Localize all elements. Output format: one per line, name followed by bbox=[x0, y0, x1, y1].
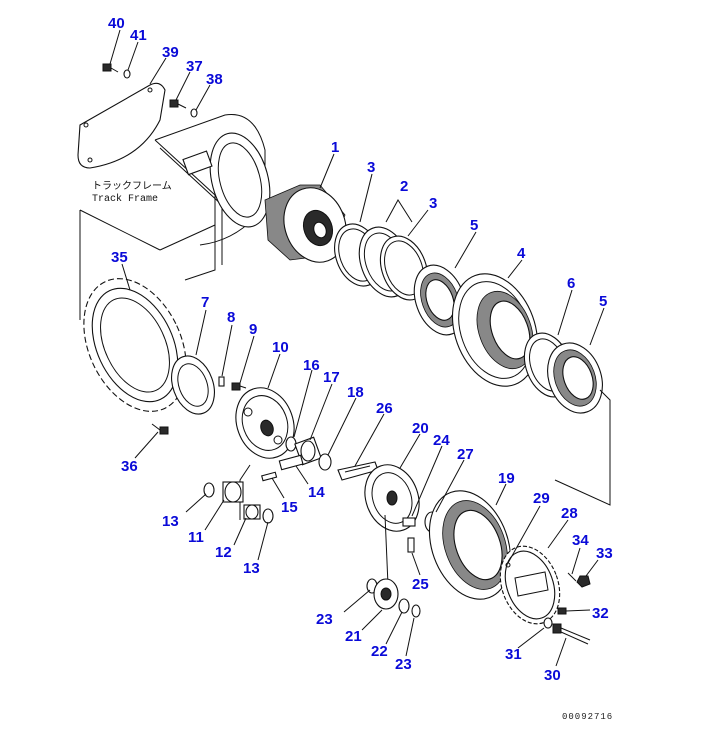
callout-2: 2 bbox=[400, 178, 408, 195]
callout-3b: 3 bbox=[429, 195, 437, 212]
ring-18 bbox=[318, 453, 332, 471]
callout-4: 4 bbox=[517, 245, 526, 262]
track-frame-label-jp: トラックフレーム bbox=[92, 180, 172, 193]
carrier-20 bbox=[364, 464, 420, 532]
bolt-36 bbox=[151, 423, 169, 435]
callout-31: 31 bbox=[505, 646, 522, 663]
callout-5a: 5 bbox=[470, 217, 478, 234]
callout-13a: 13 bbox=[162, 513, 179, 530]
washer-13a bbox=[203, 482, 215, 498]
callout-38: 38 bbox=[206, 71, 223, 88]
callout-21: 21 bbox=[345, 628, 362, 645]
callout-36: 36 bbox=[121, 458, 138, 475]
callout-24: 24 bbox=[433, 432, 450, 449]
callout-29: 29 bbox=[533, 490, 550, 507]
callout-12: 12 bbox=[215, 544, 232, 561]
washer-38 bbox=[190, 108, 198, 118]
gear-12 bbox=[243, 504, 261, 520]
callout-8: 8 bbox=[227, 309, 235, 326]
sprocket-35 bbox=[83, 278, 187, 412]
pin-15 bbox=[261, 471, 278, 482]
drawing-number: 00092716 bbox=[562, 712, 613, 722]
callout-30: 30 bbox=[544, 667, 561, 684]
washer-13b bbox=[262, 508, 274, 524]
shaft-24 bbox=[402, 517, 416, 527]
track-frame-label-en: Track Frame bbox=[92, 193, 158, 205]
callout-3a: 3 bbox=[367, 159, 375, 176]
cover-28 bbox=[499, 545, 561, 625]
callout-13b: 13 bbox=[243, 560, 260, 577]
callout-11: 11 bbox=[188, 529, 204, 546]
leader-lines bbox=[109, 29, 605, 667]
gear-21 bbox=[373, 578, 399, 610]
bearing-5b bbox=[547, 342, 603, 414]
callout-10: 10 bbox=[272, 339, 289, 356]
washer-22 bbox=[398, 598, 410, 614]
callout-15: 15 bbox=[281, 499, 298, 516]
callout-16: 16 bbox=[303, 357, 320, 374]
callout-17: 17 bbox=[323, 369, 340, 386]
pin-25 bbox=[407, 537, 415, 553]
bolt-30 bbox=[552, 623, 591, 645]
callout-18: 18 bbox=[347, 384, 364, 401]
carrier-10 bbox=[235, 387, 295, 459]
washer-23b bbox=[411, 604, 421, 618]
callout-1: 1 bbox=[331, 139, 339, 156]
hub-4 bbox=[451, 273, 539, 387]
callout-41: 41 bbox=[130, 27, 147, 44]
plug-33 bbox=[576, 575, 591, 588]
assembly-line-left bbox=[239, 464, 251, 520]
motor-1 bbox=[264, 184, 347, 263]
callout-40: 40 bbox=[108, 15, 125, 32]
bolt-34 bbox=[567, 572, 577, 582]
callout-34: 34 bbox=[572, 532, 589, 549]
bolt-9 bbox=[231, 382, 247, 391]
callout-7: 7 bbox=[201, 294, 209, 311]
callout-27: 27 bbox=[457, 446, 474, 463]
shaft-14 bbox=[278, 454, 304, 471]
callout-labels: 40 41 39 37 38 1 3 2 3 5 4 6 5 35 7 8 9 … bbox=[108, 15, 613, 684]
callout-20: 20 bbox=[412, 420, 429, 437]
callout-35: 35 bbox=[111, 249, 128, 266]
callout-32: 32 bbox=[592, 605, 609, 622]
bolt-37 bbox=[169, 99, 187, 109]
assembly-line-right bbox=[554, 389, 611, 506]
bolt-40 bbox=[102, 63, 119, 73]
callout-26: 26 bbox=[376, 400, 393, 417]
callout-28: 28 bbox=[561, 505, 578, 522]
pin-8 bbox=[218, 376, 225, 387]
gear-11 bbox=[222, 481, 244, 503]
callout-19: 19 bbox=[498, 470, 515, 487]
washer-31 bbox=[543, 617, 553, 629]
ring-7 bbox=[171, 355, 215, 415]
callout-25: 25 bbox=[412, 576, 429, 593]
callout-5b: 5 bbox=[599, 293, 607, 310]
washer-41 bbox=[123, 69, 131, 79]
callout-23b: 23 bbox=[395, 656, 412, 673]
callout-33: 33 bbox=[596, 545, 613, 562]
cover-plate-39 bbox=[77, 82, 166, 169]
track-frame bbox=[79, 113, 271, 320]
assembly-line-center bbox=[384, 514, 389, 586]
callout-9: 9 bbox=[249, 321, 257, 338]
callout-23a: 23 bbox=[316, 611, 333, 628]
callout-22: 22 bbox=[371, 643, 388, 660]
ring-gear-19 bbox=[428, 490, 512, 600]
callout-6: 6 bbox=[567, 275, 575, 292]
callout-14: 14 bbox=[308, 484, 325, 501]
callout-39: 39 bbox=[162, 44, 179, 61]
callout-37: 37 bbox=[186, 58, 203, 75]
track-frame-label: トラックフレーム Track Frame bbox=[88, 178, 172, 205]
bolt-32 bbox=[557, 607, 567, 615]
